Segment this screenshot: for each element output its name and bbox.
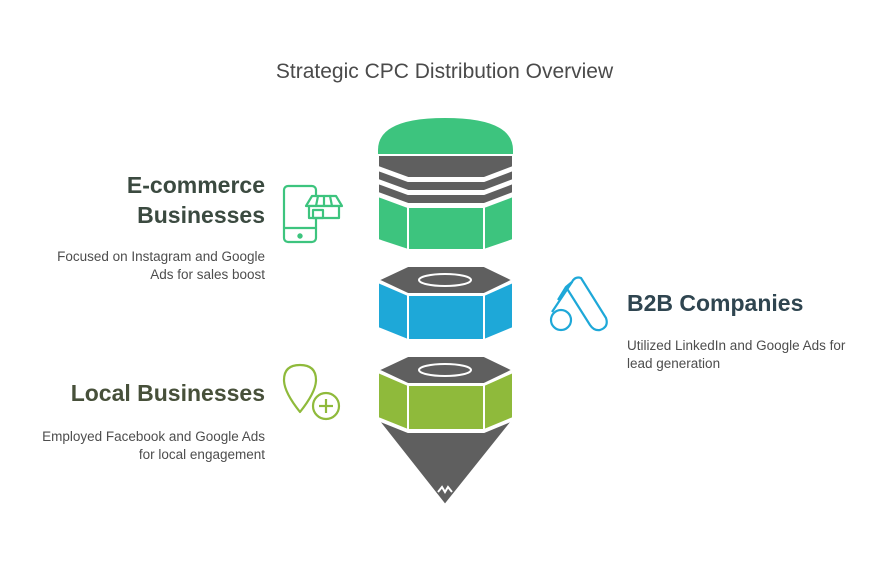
ecommerce-segment <box>377 118 514 252</box>
local-description-line-2: for local engagement <box>138 447 265 462</box>
ecommerce-face-left <box>377 194 409 252</box>
diagram-title: Strategic CPC Distribution Overview <box>275 60 614 83</box>
ecommerce-stripe-3 <box>377 181 514 205</box>
b2b-description-line-1: Utilized LinkedIn and Google Ads for <box>627 338 846 353</box>
local-top-hole <box>418 363 472 377</box>
ecommerce-face-center <box>407 206 485 251</box>
pencil-tip-mark <box>437 485 453 494</box>
local-heading: Local Businesses <box>40 378 265 408</box>
b2b-description-line-2: lead generation <box>627 356 721 371</box>
ecommerce-stripe-2 <box>377 168 514 192</box>
local-description: Employed Facebook and Google Ads for loc… <box>10 428 265 464</box>
b2b-description: Utilized LinkedIn and Google Ads for lea… <box>627 337 877 373</box>
b2b-segment <box>375 265 516 342</box>
google-ads-icon <box>549 276 608 332</box>
b2b-heading-line-1: B2B Companies <box>627 290 804 316</box>
ecommerce-heading: E-commerce Businesses <box>60 170 265 230</box>
ecommerce-cap <box>378 118 513 155</box>
b2b-face-center <box>407 294 485 341</box>
ecommerce-stripe-1 <box>377 154 514 179</box>
mobile-shop-icon <box>282 184 344 244</box>
ecommerce-description-line-1: Focused on Instagram and Google <box>57 249 265 264</box>
ecommerce-face-right <box>483 194 514 252</box>
b2b-heading: B2B Companies <box>627 288 867 318</box>
local-face-right <box>483 370 514 432</box>
local-segment <box>375 355 516 432</box>
pencil-tip <box>374 417 514 507</box>
location-add-icon <box>282 363 341 421</box>
ecommerce-description-line-2: Ads for sales boost <box>150 267 265 282</box>
b2b-face-right <box>483 280 514 342</box>
b2b-top-hole <box>418 273 472 287</box>
ecommerce-description: Focused on Instagram and Google Ads for … <box>20 248 265 284</box>
ecommerce-heading-line-2: Businesses <box>137 202 265 228</box>
local-description-line-1: Employed Facebook and Google Ads <box>42 429 265 444</box>
local-face-center <box>407 384 485 431</box>
pencil-tip-cone <box>374 417 514 507</box>
ecommerce-heading-line-1: E-commerce <box>126 172 265 198</box>
local-heading-line-1: Local Businesses <box>70 380 265 406</box>
